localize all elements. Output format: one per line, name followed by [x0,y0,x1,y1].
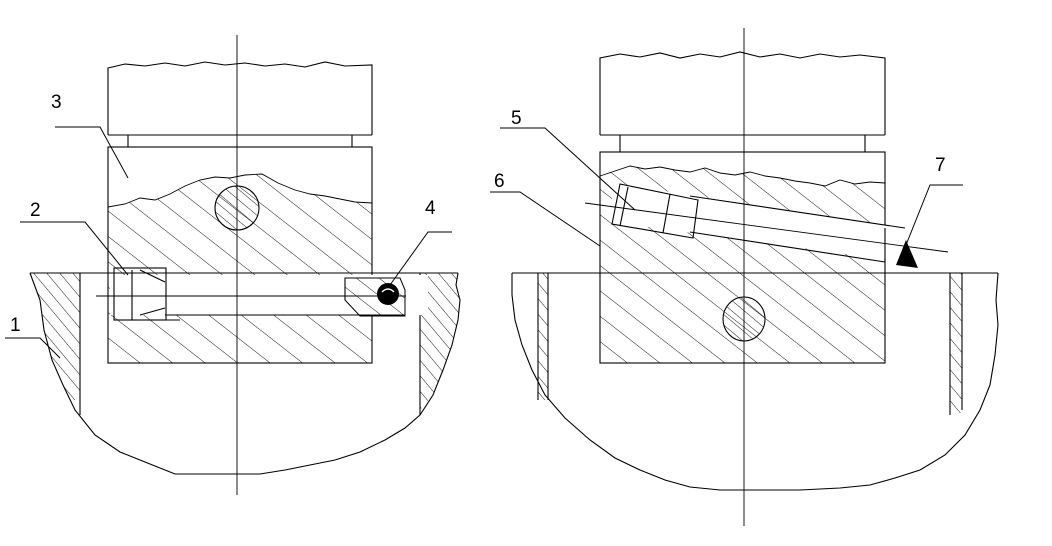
right-bore-bottom-edge [689,231,886,263]
left-housing-wall-right [420,273,460,410]
leader-6 [490,191,601,247]
right-bore-axis [584,202,949,253]
leader-5 [500,127,636,211]
right-pin-line-b [662,193,671,234]
left-tool-neck [127,135,353,148]
left-ball-highlight [381,288,395,293]
right-pin [611,183,699,239]
left-housing-wall-left [30,273,80,400]
right-bore-top-edge [689,195,906,229]
right-tool-neck [619,135,866,153]
right-wall-hatch-right [950,273,962,413]
leader-1 [5,337,61,359]
left-tool-shank [107,61,373,135]
leader-7 [905,184,963,246]
right-section-break-line [599,165,886,187]
label-6: 6 [494,171,505,192]
left-view [29,35,461,495]
label-5: 5 [511,108,522,129]
label-7: 7 [935,155,946,176]
callouts: 1 2 3 4 5 6 7 [5,92,963,359]
right-view [511,28,999,526]
left-pin-chamfer [139,269,166,283]
right-pin-line-a [619,186,629,227]
right-inclined-bore [612,183,905,262]
label-4: 4 [425,198,436,219]
leader-3 [55,126,129,179]
leader-4 [389,231,452,286]
right-housing-outline [511,272,999,491]
left-ball [377,283,399,305]
label-1: 1 [10,315,21,336]
left-section-break-line [107,173,373,208]
leader-2 [20,221,129,276]
label-3: 3 [51,92,62,113]
left-pin-chamfer-lower [139,307,166,316]
right-wall-hatch-left [538,273,548,400]
right-cutter-tip [896,240,918,268]
label-2: 2 [30,200,41,221]
right-tool-shank [599,51,886,135]
left-holder-section-hatch [108,174,372,363]
